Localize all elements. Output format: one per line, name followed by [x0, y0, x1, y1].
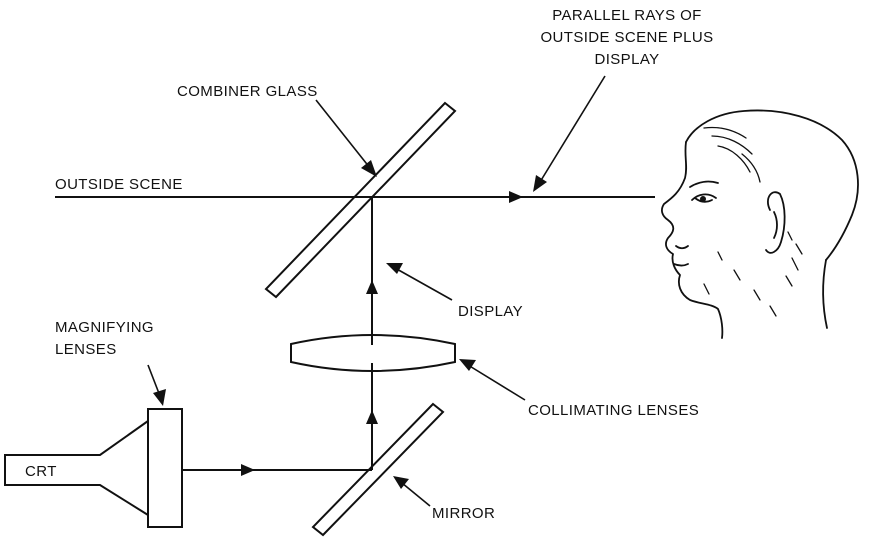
- magnifying-lenses: [147, 408, 183, 528]
- label-crt: CRT: [25, 463, 57, 480]
- crt-tube: [4, 420, 149, 516]
- collimating-lens: [290, 334, 456, 372]
- leader-arrow-display: [386, 263, 403, 274]
- leader-arrow-collimating: [459, 359, 476, 371]
- label-outside-scene: OUTSIDE SCENE: [55, 176, 183, 193]
- leader-display: [394, 267, 453, 301]
- leader-arrow-mirror: [393, 476, 409, 489]
- combiner-glass: [264, 101, 457, 299]
- label-mirror: MIRROR: [432, 505, 495, 522]
- leader-arrow-parallel-rays: [533, 175, 547, 192]
- ray-arrow-output: [509, 191, 523, 203]
- label-collimating-lenses: COLLIMATING LENSES: [528, 402, 699, 419]
- label-parallel-rays-line1: PARALLEL RAYS OF: [552, 7, 702, 24]
- observer-head: [661, 109, 859, 339]
- ray-arrow-display: [366, 280, 378, 294]
- mirror: [311, 402, 445, 537]
- label-magnifying-line2: LENSES: [55, 341, 117, 358]
- label-parallel-rays-line2: OUTSIDE SCENE PLUS: [540, 29, 713, 46]
- leader-parallel-rays: [539, 75, 606, 183]
- leader-combiner-glass: [315, 99, 371, 169]
- leader-arrow-combiner-glass: [361, 160, 377, 177]
- leader-arrow-magnifying: [153, 389, 166, 406]
- label-display: DISPLAY: [458, 303, 523, 320]
- label-parallel-rays-line3: DISPLAY: [594, 51, 659, 68]
- ray-arrow-crt: [241, 464, 255, 476]
- leader-magnifying: [147, 364, 161, 397]
- label-magnifying-line1: MAGNIFYING: [55, 319, 154, 336]
- leader-mirror: [401, 482, 431, 507]
- ray-arrow-mirror-up: [366, 410, 378, 424]
- leader-collimating: [467, 364, 526, 401]
- label-combiner-glass: COMBINER GLASS: [177, 83, 318, 100]
